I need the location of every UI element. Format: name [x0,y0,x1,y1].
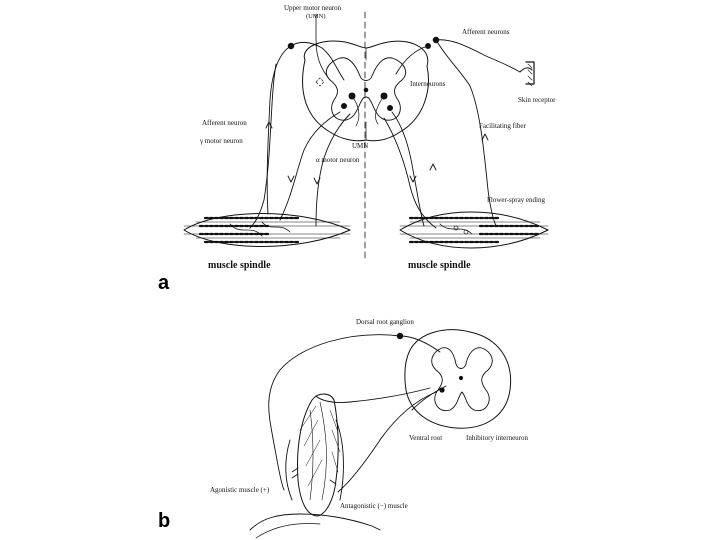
reflex-fibers [268,332,447,493]
label-muscle-spindle-left: muscle spindle [208,260,271,271]
label-interneurons: Interneurons [410,80,446,88]
label-muscle-spindle-right: muscle spindle [408,260,471,271]
label-upper-motor-neuron: Upper motor neuron [284,4,342,12]
label-alpha-motor-neuron: α motor neuron [316,156,360,164]
label-antagonistic-muscle: Antagonistic (−) muscle [340,502,408,510]
muscle-spindle-left-shape [183,213,351,247]
label-ventral-root: Ventral root [409,434,443,442]
spinal-cord-a [302,40,429,142]
panel-a-artwork [183,11,549,263]
label-facilitating-fiber: Facilitating fiber [479,122,526,130]
label-umn: UMN [352,142,369,150]
panel-letter-a: a [158,272,170,294]
label-skin-receptor: Skin receptor [518,96,556,104]
label-dorsal-root-ganglion: Dorsal root ganglion [356,318,414,326]
label-afferent-neurons: Afferent neurons [462,28,510,36]
right-fibers [383,36,521,229]
spinal-cord-b [404,329,512,429]
panel-letter-b: b [158,510,171,532]
label-gamma-motor-neuron: γ motor neuron [200,137,243,145]
label-agonistic-muscle: Agonistic muscle (+) [210,486,270,494]
panel-b-artwork [249,329,512,539]
label-afferent-neuron: Afferent neuron [202,119,247,127]
label-umn-paren: (UMN) [306,13,326,20]
label-flower-spray-ending: Flower-spray ending [487,196,545,204]
muscle-spindle-right-shape [399,211,549,249]
muscle-limb [249,393,381,539]
skin-receptor-shape [519,61,535,87]
label-inhibitory-interneuron: Inhibitory interneuron [466,434,529,442]
left-fibers [249,13,351,229]
